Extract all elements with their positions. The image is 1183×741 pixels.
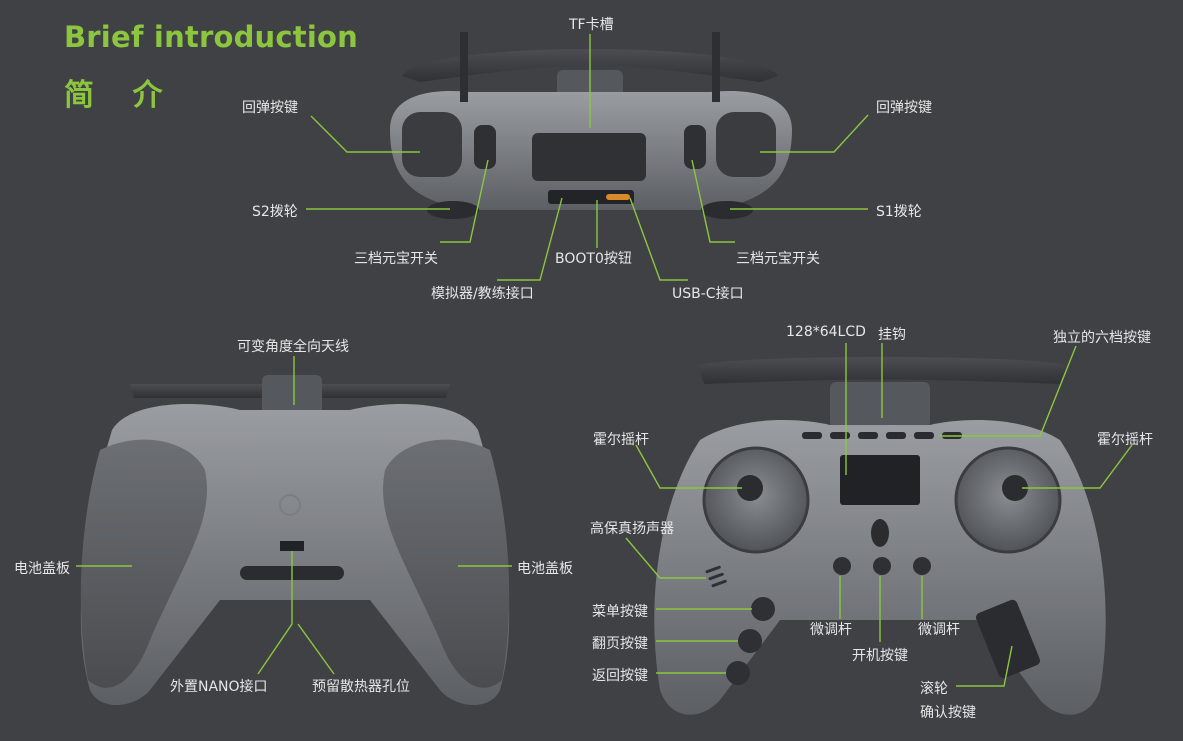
leader-hall-left	[635, 444, 742, 489]
power-button	[873, 557, 891, 575]
label-hall-right: 霍尔摇杆	[1097, 432, 1153, 448]
label-battery-right: 电池盖板	[517, 561, 573, 577]
label-six-keys: 独立的六档按键	[1053, 330, 1151, 346]
six-key-3	[858, 432, 878, 439]
label-heatsink-holes: 预留散热器孔位	[312, 679, 410, 695]
six-key-5	[914, 432, 934, 439]
label-antenna: 可变角度全向天线	[237, 339, 349, 355]
top-right-paddle	[716, 112, 776, 177]
top-left-switch	[474, 125, 496, 169]
page-button	[738, 629, 762, 653]
right-stick	[1002, 475, 1028, 501]
label-confirm: 确认按键	[920, 705, 976, 721]
top-tf-block	[532, 133, 646, 181]
label-switch-left: 三档元宝开关	[354, 251, 438, 267]
top-right-dial	[701, 201, 753, 219]
back-center-mark	[279, 494, 301, 516]
leader-hall-right	[1022, 444, 1133, 489]
label-speaker: 高保真扬声器	[590, 521, 674, 537]
leader-six-keys	[940, 345, 1077, 437]
six-key-1	[802, 432, 822, 439]
label-lcd: 128*64LCD	[786, 324, 866, 340]
top-right-switch	[684, 125, 706, 169]
top-view-controller	[390, 32, 792, 219]
label-s2-dial: S2拨轮	[252, 204, 298, 220]
leader-return-right	[760, 114, 869, 153]
back-button	[726, 661, 750, 685]
leader-scroll	[956, 645, 1013, 687]
speaker-grille	[705, 565, 727, 588]
top-left-paddle	[402, 112, 462, 177]
scroll-wheel-knob	[871, 519, 889, 547]
leader-return-left	[310, 115, 420, 153]
label-boot0: BOOT0按钮	[555, 251, 632, 267]
lcd-screen	[840, 455, 920, 505]
trim-left	[833, 557, 851, 575]
label-hall-left: 霍尔摇杆	[593, 432, 649, 448]
leader-switch-right	[691, 159, 735, 243]
left-stick	[737, 475, 763, 501]
right-gimbal	[954, 446, 1062, 554]
six-key-4	[886, 432, 906, 439]
label-usb-c: USB-C接口	[672, 286, 744, 302]
label-switch-right: 三档元宝开关	[736, 251, 820, 267]
label-battery-left: 电池盖板	[14, 561, 70, 577]
leader-lines	[76, 34, 1133, 687]
scroll-wheel	[975, 599, 1041, 679]
label-page: 翻页按键	[592, 636, 648, 652]
label-trim-right: 微调杆	[918, 622, 960, 638]
trim-right	[913, 557, 931, 575]
label-back: 返回按键	[592, 668, 648, 684]
leader-sim	[497, 197, 563, 281]
leader-speaker	[625, 537, 706, 579]
label-power: 开机按键	[852, 648, 908, 664]
usb-c-port	[606, 194, 630, 200]
label-scroll: 滚轮	[920, 681, 948, 697]
title-chinese: 简 介	[64, 78, 177, 113]
left-gimbal	[702, 446, 810, 554]
front-antenna-mount	[830, 382, 930, 428]
label-tf-slot: TF卡槽	[569, 17, 614, 33]
back-right-grip	[383, 439, 510, 688]
back-view-controller	[80, 375, 510, 706]
menu-button	[751, 597, 775, 621]
leader-usbc	[629, 197, 688, 281]
back-nano-port	[280, 541, 304, 551]
label-s1-dial: S1拨轮	[876, 204, 922, 220]
leader-heatsink	[297, 623, 335, 675]
label-nano-port: 外置NANO接口	[170, 679, 268, 695]
top-stick-right-1	[712, 32, 720, 102]
top-left-dial	[427, 201, 479, 219]
label-trim-left: 微调杆	[810, 622, 852, 638]
label-return-key-left: 回弹按键	[242, 100, 298, 116]
six-key-2	[830, 432, 850, 439]
leader-switch-left	[440, 159, 489, 243]
top-port-strip	[548, 190, 634, 204]
label-menu: 菜单按键	[592, 604, 648, 620]
label-sim-port: 模拟器/教练接口	[431, 286, 534, 302]
title-english: Brief introduction	[64, 20, 358, 54]
back-left-grip	[80, 439, 207, 688]
leader-nano	[257, 551, 293, 675]
top-stick-left-1	[460, 32, 468, 102]
label-hook: 挂钩	[878, 327, 906, 343]
label-return-key-right: 回弹按键	[876, 100, 932, 116]
